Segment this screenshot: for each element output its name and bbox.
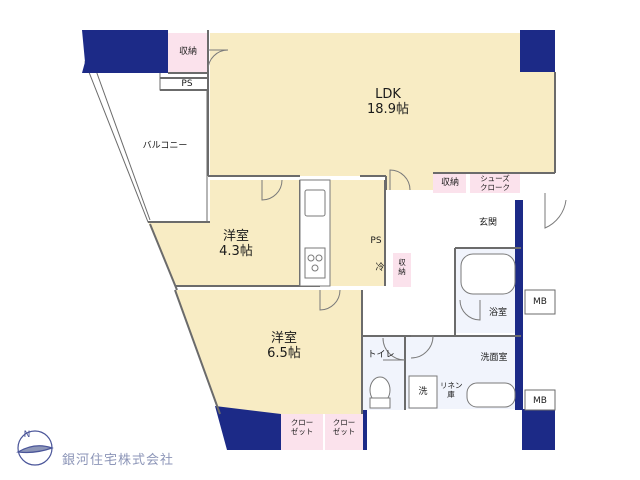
closet-1-line2: ゼット [290,427,314,437]
storage-small-line1: 収 [398,258,406,267]
entrance-label: 玄関 [478,218,497,228]
storage-small-line2: 納 [398,267,406,277]
mb-bottom-label: MB [533,396,547,406]
bath-label: 浴室 [488,308,507,318]
closet-2-line1: クロー [332,418,356,427]
mb-box-bottom [524,389,556,411]
bathtub [460,253,516,295]
shoe-cloak-line1: シューズ [480,174,510,183]
toilet-label: トイレ [367,350,395,360]
burner [315,254,323,262]
ldk-area [210,33,555,190]
door-swing [389,169,411,191]
shoe-cloak-line2: クローク [480,183,510,193]
western-room-1-label: 洋室 4.3帖 [206,229,266,260]
closet-1-area [281,414,323,450]
wall-top-left [82,30,168,73]
storage-top-area [168,33,208,73]
door-swing [410,335,434,359]
shoe-cloak-label: シューズ クローク [472,174,518,193]
washer-label: 洗 [418,387,428,397]
wall-bottom-right [522,409,555,450]
wall-right-column [515,200,523,410]
ps-top-label: PS [181,79,193,89]
wall-top-right [520,30,555,72]
mb-box-top [524,289,556,315]
compass-icon [16,430,54,466]
wall-line [174,289,221,415]
burner [307,254,315,262]
storage-fills [168,33,520,450]
storage-hall-area [433,173,466,193]
door-swing [261,179,283,201]
toilet-tank [369,397,391,409]
doors [207,49,567,361]
door-swing [544,193,567,229]
door-swing [319,289,341,311]
company-watermark: 銀河住宅株式会社 [62,453,175,468]
western-room-1-name: 洋室 [222,229,249,244]
compass-needle [16,445,54,454]
western-room-2-name: 洋室 [270,331,297,346]
mb-top-label: MB [533,297,547,307]
interior-walls [148,30,556,415]
walls [82,30,555,450]
wall-bottom-mid [363,410,367,450]
closet-1-line1: クロー [290,418,314,427]
compass-north-label: N [23,430,31,440]
burner [311,264,319,272]
closet-2-area [325,414,363,450]
door-swing [207,49,229,71]
mb-boxes [524,289,556,411]
linen-line2: 庫 [447,390,455,400]
western-room-2-area [175,290,362,414]
ldk-area: 18.9帖 [367,101,409,117]
linen-label: リネン 庫 [440,381,463,400]
balcony-label: バルコニー [142,141,188,151]
sink [304,189,326,217]
storage-small-label: 収 納 [394,258,410,277]
wall-line [149,223,178,291]
ldk-label: LDK 18.9帖 [358,87,418,118]
washroom-label: 洗面室 [480,353,508,363]
storage-top-label: 収納 [178,47,197,57]
linen-line1: リネン [440,381,463,390]
kitchen [299,179,331,287]
door-swing [459,299,481,321]
wall-bottom-left [215,406,281,450]
closet-2-label: クロー ゼット [326,418,362,437]
closet-2-line2: ゼット [332,427,356,437]
ldk-name: LDK [375,87,401,102]
washer-pan [408,375,438,409]
western-room-1-area: 4.3帖 [219,243,253,259]
shoe-cloak-area [470,173,520,193]
balcony-rail [93,64,151,221]
storage-hall-label: 収納 [440,178,459,188]
ps-mid-label: PS [370,236,382,246]
closet-1-label: クロー ゼット [283,418,321,437]
bath-fixtures [369,253,516,409]
door-swing [382,337,406,361]
western-room-2-label: 洋室 6.5帖 [254,331,314,362]
western-room-2-area: 6.5帖 [267,345,301,361]
storage-small-area [393,253,411,287]
washbasin [466,382,516,408]
fridge-label: 冷 [375,263,385,273]
stove [304,247,326,279]
